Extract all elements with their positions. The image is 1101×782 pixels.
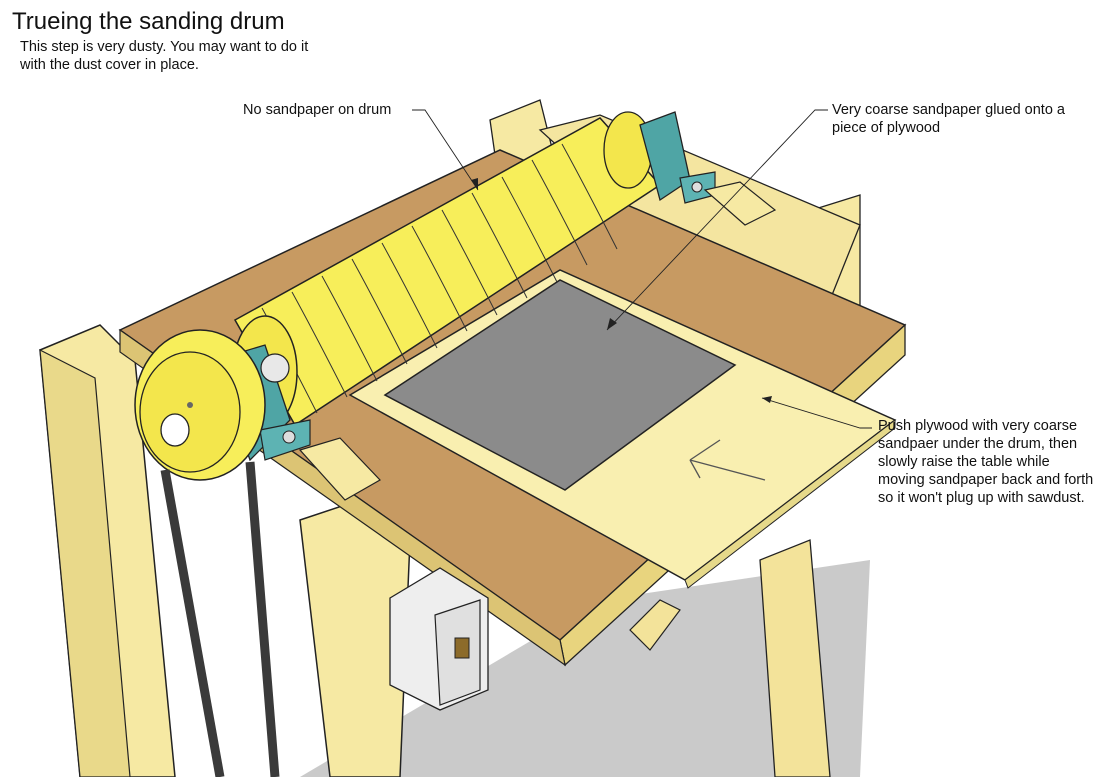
- callout-push-plywood: Push plywood with very coarse sandpaer u…: [878, 418, 1094, 506]
- right-bearing: [639, 111, 716, 204]
- leader-lines: [412, 109, 872, 429]
- height-lever: [629, 599, 681, 651]
- callout-coarse-sandpaper: Very coarse sandpaper glued onto a piece…: [832, 102, 1065, 136]
- plywood-edge: [684, 418, 896, 589]
- front-block: [298, 437, 381, 501]
- drum-shaft: [260, 353, 290, 383]
- coarse-sandpaper: [383, 279, 737, 491]
- rear-block: [703, 181, 777, 226]
- page-title: Trueing the sanding drum: [12, 8, 285, 35]
- direction-arrow-icon: [689, 439, 766, 481]
- drum-discs: [261, 143, 618, 414]
- callout-no-sandpaper: No sandpaper on drum: [243, 102, 392, 118]
- pulley-icon: [134, 329, 266, 481]
- floor-shadow: [300, 560, 870, 777]
- drive-belt: [160, 461, 280, 778]
- page-subtitle: This step is very dusty. You may want to…: [20, 39, 309, 73]
- switch-icon: [389, 567, 489, 711]
- leader-arrowheads: [471, 178, 772, 403]
